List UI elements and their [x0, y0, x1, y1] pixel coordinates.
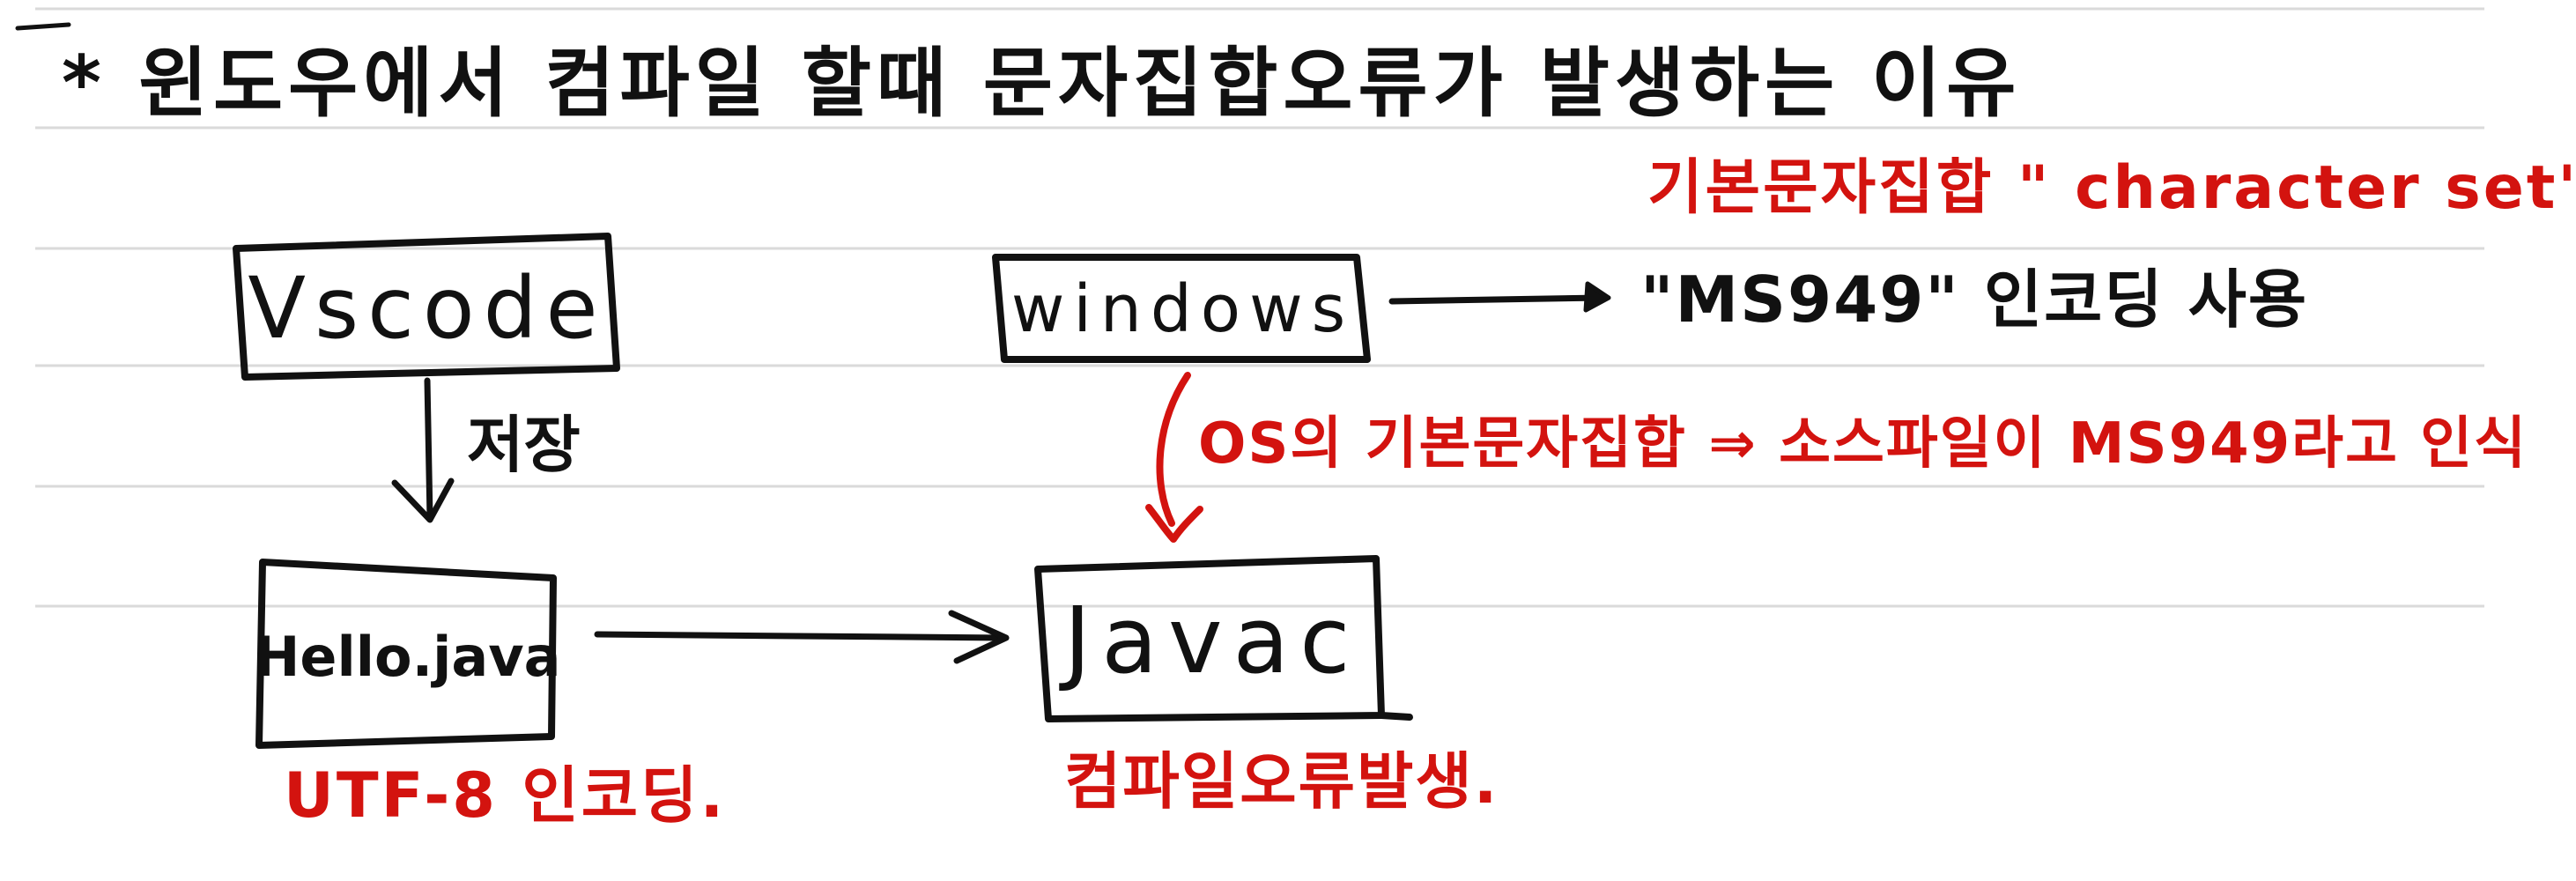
windows-box: [992, 254, 1371, 363]
windows-label: windows: [1010, 271, 1355, 347]
javac-label: Javac: [1063, 587, 1361, 694]
windows-note-arrow-head: [1583, 281, 1611, 313]
compile-arrow-head: [948, 610, 1010, 664]
vscode-label: Vscode: [248, 259, 607, 358]
os-charset-note: OS의 기본문자집합 ⇒ 소스파일이 MS949라고 인식: [1198, 411, 2528, 477]
hello-java-label: Hello.java: [254, 624, 561, 689]
page-title: * 윈도우에서 컴파일 할때 문자집합오류가 발생하는 이유: [62, 40, 2022, 128]
hello-java-box: [255, 559, 557, 749]
javac-box-tail: [1378, 712, 1413, 721]
compile-error-note: 컴파일오류발생.: [1064, 745, 1499, 818]
save-arrow-line: [424, 377, 433, 522]
utf8-note: UTF-8 인코딩.: [284, 759, 727, 832]
windows-note: "MS949" 인코딩 사용: [1640, 263, 2309, 337]
compile-arrow-line: [594, 631, 1008, 641]
save-label: 저장: [467, 409, 581, 481]
windows-note-arrow-line: [1388, 294, 1605, 305]
ruled-lines: [35, 7, 2484, 608]
margin-mark: [15, 22, 71, 31]
charset-header-note: 기본문자집합 " character set": [1647, 153, 2576, 223]
red-arrow-head: [1145, 504, 1203, 543]
save-arrow-head: [391, 478, 455, 523]
red-arrow-line: [1156, 372, 1191, 527]
vscode-box: [233, 233, 620, 381]
